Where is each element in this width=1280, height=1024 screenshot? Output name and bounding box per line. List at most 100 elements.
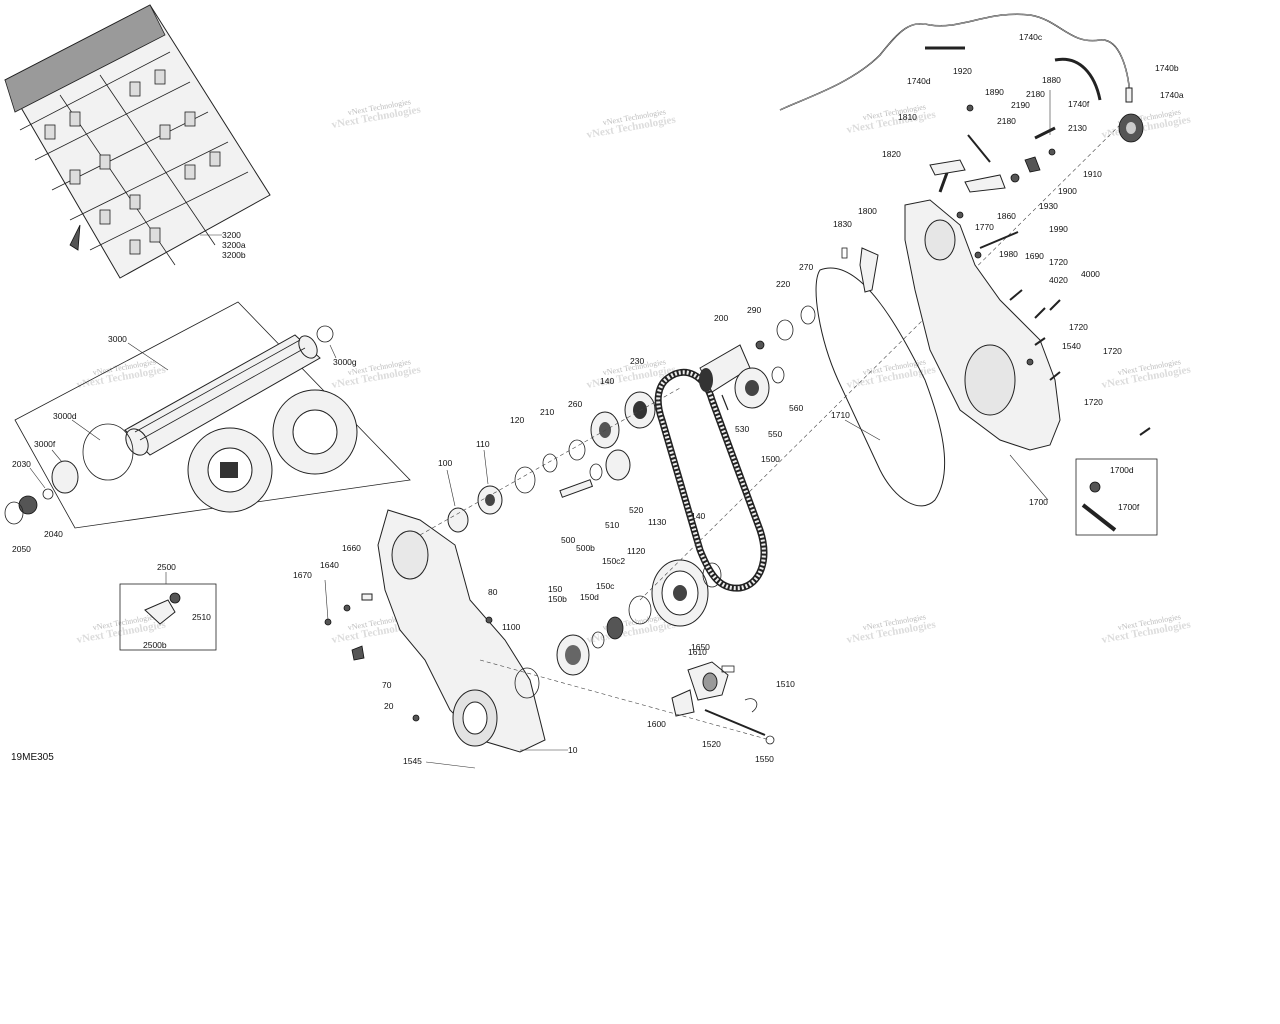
chaincase-cover [377, 509, 546, 753]
bolt-2130 [1034, 126, 1056, 140]
bolt-1720c [1049, 371, 1061, 381]
label-1700d: 1700d [1110, 465, 1134, 475]
label-2030: 2030 [12, 459, 31, 469]
label-2500b: 2500b [143, 640, 167, 650]
label-150: 150 [548, 584, 562, 594]
label-1740f: 1740f [1068, 99, 1090, 109]
washer-560 [771, 366, 785, 384]
label-1650: 1650 [691, 642, 710, 652]
arm-1600 [671, 689, 695, 717]
spring-1510 [744, 698, 758, 713]
bolt-70 [351, 645, 365, 661]
label-3000: 3000 [108, 334, 127, 344]
clip-210 [542, 453, 558, 473]
label-1610: 1610 [688, 647, 707, 657]
bolt-1910 [1048, 148, 1056, 156]
nut-290 [755, 340, 765, 350]
label-3200b: 3200b [222, 250, 246, 260]
sprocket-right [272, 389, 379, 475]
clip-1550 [765, 735, 775, 745]
label-1720-b: 1720 [1069, 322, 1088, 332]
label-2040: 2040 [44, 529, 63, 539]
label-150c: 150c [596, 581, 615, 591]
label-1740a: 1740a [1160, 90, 1184, 100]
label-1800: 1800 [858, 206, 877, 216]
bracket-1800 [859, 247, 879, 293]
bolt-1720b [1034, 337, 1046, 346]
label-150c2: 150c2 [602, 556, 625, 566]
label-4000: 4000 [1081, 269, 1100, 279]
inset-2500 [119, 583, 217, 651]
chaincase-housing [904, 199, 1061, 451]
shaft-500 [559, 479, 594, 498]
label-230: 230 [630, 356, 644, 366]
label-1600: 1600 [647, 719, 666, 729]
ring-1100 [514, 667, 540, 699]
gasket-1710 [815, 267, 946, 507]
label-150d: 150d [580, 592, 599, 602]
label-1140: 1140 [687, 511, 706, 521]
bearing-3000f [51, 460, 79, 494]
label-2180: 2180 [1026, 89, 1045, 99]
nut-2040 [18, 495, 38, 515]
label-510: 510 [605, 520, 619, 530]
drive-axle-frame [14, 301, 411, 529]
label-1990: 1990 [1049, 224, 1068, 234]
label-2050: 2050 [12, 544, 31, 554]
label-1540: 1540 [1062, 341, 1081, 351]
bolt-1980 [974, 251, 982, 259]
label-1670: 1670 [293, 570, 312, 580]
fitting-1700d [1089, 481, 1101, 493]
drive-axle [124, 334, 321, 456]
nut-1930 [1010, 173, 1020, 183]
label-1920: 1920 [953, 66, 972, 76]
label-220: 220 [776, 279, 790, 289]
label-120: 120 [510, 415, 524, 425]
lever-1860 [964, 174, 1006, 193]
label-560: 560 [789, 403, 803, 413]
label-1900: 1900 [1058, 186, 1077, 196]
label-140: 140 [600, 376, 614, 386]
ring-220 [776, 319, 794, 341]
label-70: 70 [382, 680, 392, 690]
washer-260 [568, 439, 586, 461]
label-1700: 1700 [1029, 497, 1048, 507]
bolt-2510 [169, 592, 181, 604]
label-1810: 1810 [898, 112, 917, 122]
label-1770: 1770 [975, 222, 994, 232]
lever-1820 [938, 169, 950, 193]
label-1720-c: 1720 [1103, 346, 1122, 356]
label-1500: 1500 [761, 454, 780, 464]
bolt-80 [485, 616, 493, 624]
sprocket-left [187, 427, 273, 513]
label-1510: 1510 [776, 679, 795, 689]
ring-120 [514, 466, 536, 494]
label-3200: 3200 [222, 230, 241, 240]
arm-1810 [929, 159, 966, 176]
label-2510: 2510 [192, 612, 211, 622]
pin-1660 [361, 593, 373, 601]
label-1820: 1820 [882, 149, 901, 159]
diagram-code: 19ME305 [11, 752, 54, 763]
ring-3000g [316, 325, 334, 343]
bolt-1670 [324, 618, 332, 626]
label-1130: 1130 [648, 517, 667, 527]
label-4020: 4020 [1049, 275, 1068, 285]
label-1720-a: 1720 [1049, 257, 1068, 267]
label-3200a: 3200a [222, 240, 246, 250]
gear-230 [624, 391, 656, 429]
gear-520 [605, 449, 631, 481]
pin-530 [721, 394, 729, 411]
track-drawing [4, 4, 271, 279]
label-1720-d: 1720 [1084, 397, 1103, 407]
label-270: 270 [799, 262, 813, 272]
rod-1890 [967, 134, 991, 163]
gear-550 [734, 367, 770, 409]
label-1690: 1690 [1025, 251, 1044, 261]
label-2130: 2130 [1068, 123, 1087, 133]
track-cleat [69, 224, 81, 251]
label-1120: 1120 [627, 546, 646, 556]
washer-510 [589, 463, 603, 481]
label-1930: 1930 [1039, 201, 1058, 211]
flange-3000d [82, 423, 134, 481]
